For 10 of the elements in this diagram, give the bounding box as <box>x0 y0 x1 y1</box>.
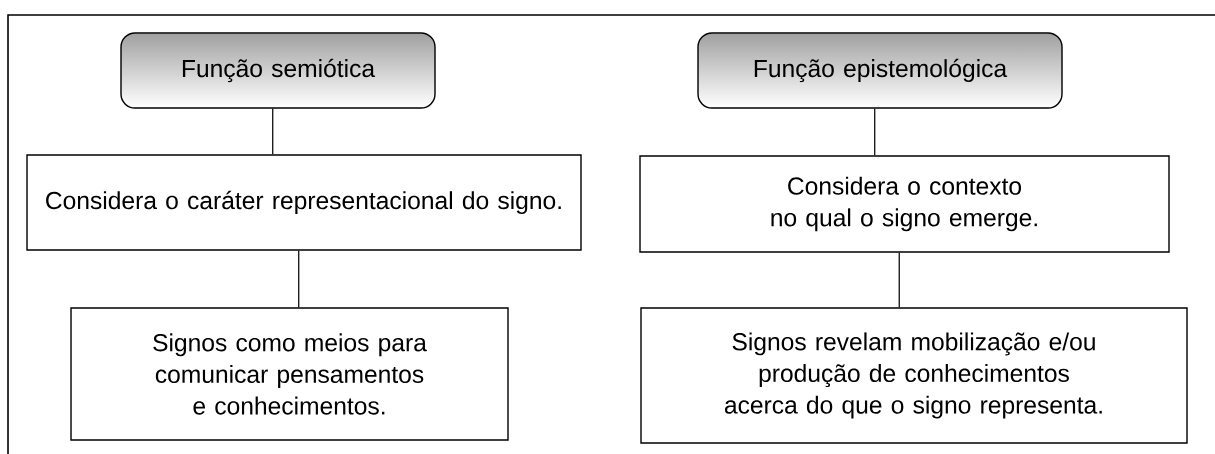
title-box: Função semiótica <box>120 32 436 109</box>
connector-line <box>874 108 876 156</box>
text-box: Considera o caráter representacional do signo. <box>26 154 582 251</box>
title-box: Função epistemológica <box>697 32 1063 109</box>
connector-line <box>272 108 274 155</box>
text-box: Signos revelam mobilização e/ou produção de conhecimentos acerca do que o signo representa. <box>640 307 1188 444</box>
text-box: Signos como meios para comunicar pensamentos e conhecimentos. <box>70 307 509 441</box>
text-box: Considera o contexto no qual o signo emerge. <box>639 155 1170 253</box>
connector-line <box>298 250 300 308</box>
connector-line <box>898 252 900 308</box>
